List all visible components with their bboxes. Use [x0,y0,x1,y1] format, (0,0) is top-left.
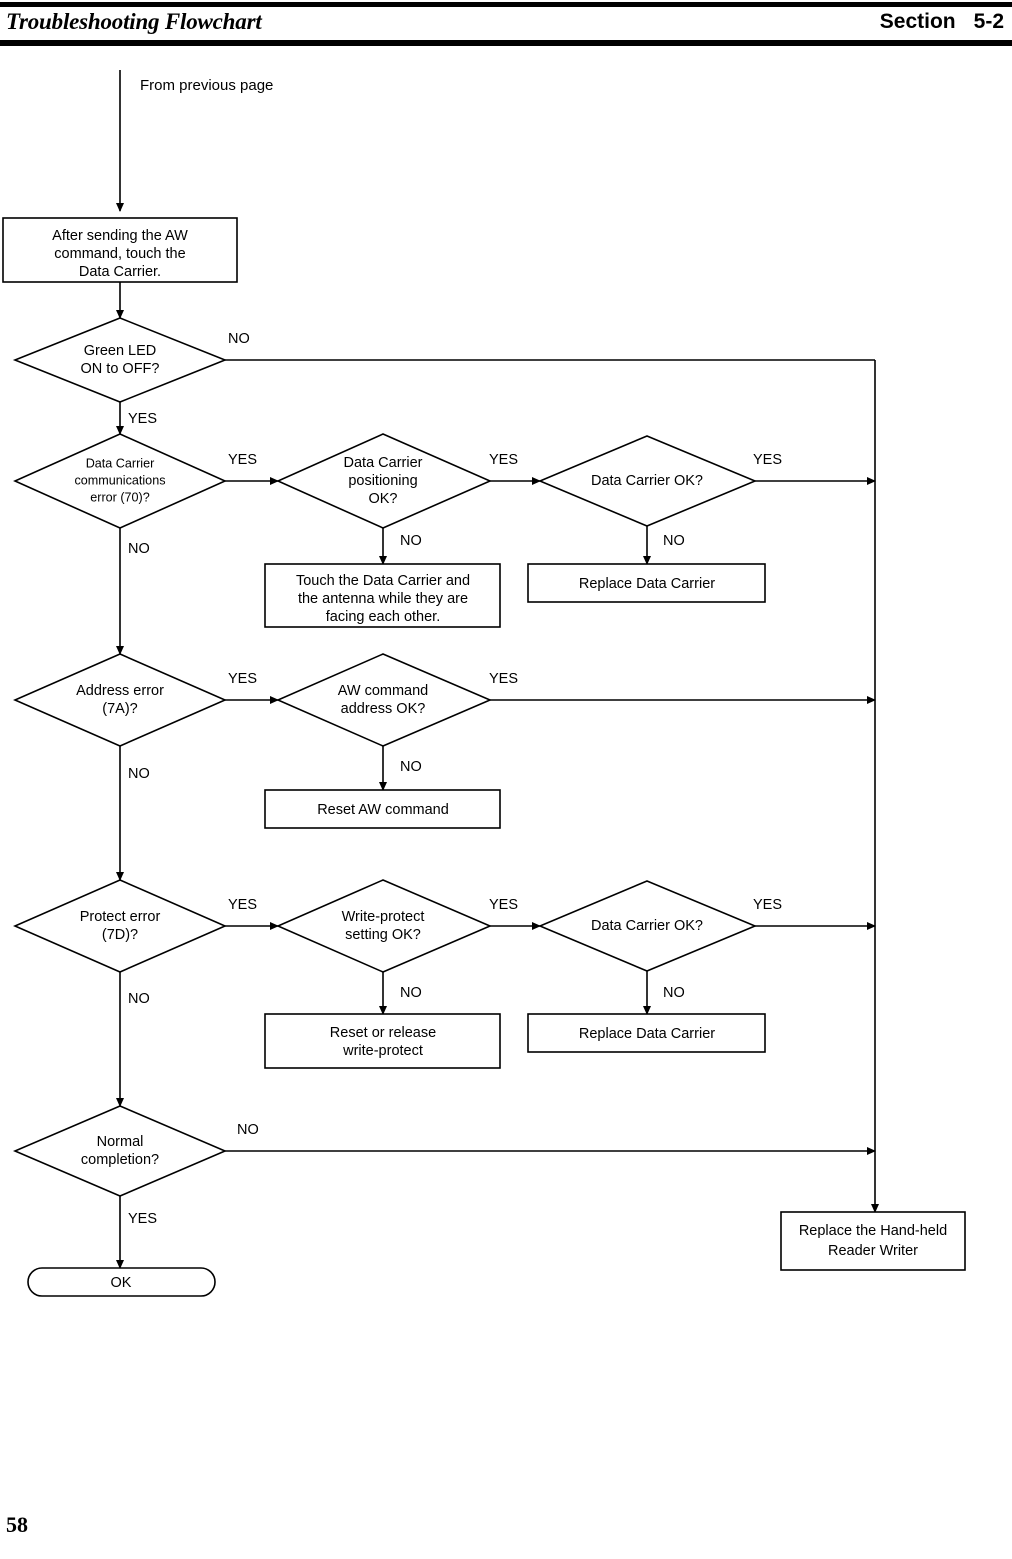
node-touch-dc-antenna-line3: facing each other. [326,609,440,625]
node-touch-dc-antenna-line1: Touch the Data Carrier and [296,573,470,589]
node-green-led-line1: Green LED [84,343,157,359]
edge-label-dc-comm-yes: YES [228,452,257,468]
node-dc-ok-1-label: Data Carrier OK? [591,473,703,489]
node-start-process: After sending the AW command, touch the … [2,217,238,283]
edge-label-dc-pos-yes: YES [489,452,518,468]
node-dc-positioning-line3: OK? [368,491,397,507]
header-rule-bottom [0,40,1012,46]
page-number: 58 [6,1512,28,1537]
node-dc-comm-error-line3: error (70)? [90,490,150,504]
node-reset-aw: Reset AW command [264,789,501,829]
node-aw-address-ok: AW command address OK? [276,653,493,747]
edge-label-dc-ok2-no: NO [663,985,685,1001]
node-protect-error-line1: Protect error [80,909,161,925]
node-replace-dc-2: Replace Data Carrier [527,1013,766,1053]
node-dc-ok-1: Data Carrier OK? [537,435,758,527]
node-replace-reader-writer-line2: Reader Writer [828,1243,918,1259]
node-aw-address-ok-line2: address OK? [341,701,426,717]
node-green-led: Green LED ON to OFF? [12,317,228,403]
node-replace-reader-writer: Replace the Hand-held Reader Writer [780,1211,966,1271]
edge-label-wp-no: NO [400,985,422,1001]
edge-label-dc-ok1-no: NO [663,533,685,549]
node-green-led-line2: ON to OFF? [81,361,160,377]
node-dc-positioning: Data Carrier positioning OK? [276,433,492,529]
edge-label-normal-yes: YES [128,1211,157,1227]
node-touch-dc-antenna: Touch the Data Carrier and the antenna w… [264,563,501,628]
node-dc-ok-2: Data Carrier OK? [537,880,758,972]
node-start-process-line3: Data Carrier. [79,264,161,280]
node-touch-dc-antenna-line2: the antenna while they are [298,591,468,607]
section-reference: Section 5-2 [880,10,1004,34]
node-write-protect-ok-line1: Write-protect [342,909,425,925]
edge-label-aw-no: NO [400,759,422,775]
edge-label-dc-comm-no: NO [128,541,150,557]
edge-label-wp-yes: YES [489,897,518,913]
node-aw-address-ok-line1: AW command [338,683,429,699]
page-title: Troubleshooting Flowchart [6,9,262,34]
node-dc-comm-error-line1: Data Carrier [86,456,155,470]
edge-label-addr-yes: YES [228,671,257,687]
troubleshooting-flowchart: From previous page After sending the AW … [0,46,1012,1376]
edge-label-protect-yes: YES [228,897,257,913]
entry-label: From previous page [140,77,273,94]
section-number: 5-2 [973,10,1004,33]
edge-label-protect-no: NO [128,991,150,1007]
node-normal-completion: Normal completion? [12,1105,228,1197]
node-start-process-line2: command, touch the [54,246,185,262]
edge-label-dc-ok2-yes: YES [753,897,782,913]
node-dc-positioning-line2: positioning [348,473,417,489]
node-write-protect-ok: Write-protect setting OK? [276,879,493,973]
node-reset-release-wp-line1: Reset or release [330,1025,436,1041]
node-replace-dc-2-label: Replace Data Carrier [579,1026,715,1042]
node-ok-terminator: OK [27,1267,216,1297]
node-normal-completion-line1: Normal [97,1134,144,1150]
edge-label-aw-yes: YES [489,671,518,687]
node-start-process-line1: After sending the AW [52,228,188,244]
edge-label-dc-ok1-yes: YES [753,452,782,468]
node-reset-aw-label: Reset AW command [317,802,449,818]
node-normal-completion-line2: completion? [81,1152,159,1168]
node-protect-error: Protect error (7D)? [13,879,227,973]
node-replace-reader-writer-line1: Replace the Hand-held [799,1223,947,1239]
node-dc-ok-2-label: Data Carrier OK? [591,918,703,934]
node-replace-dc-1: Replace Data Carrier [527,563,766,603]
node-address-error-line2: (7A)? [102,701,137,717]
node-address-error: Address error (7A)? [13,653,227,747]
node-reset-release-write-protect: Reset or release write-protect [264,1013,501,1069]
edge-label-dc-pos-no: NO [400,533,422,549]
page-header: Troubleshooting Flowchart Section 5-2 [0,0,1012,46]
node-reset-release-wp-line2: write-protect [342,1043,423,1059]
node-ok-terminator-label: OK [111,1275,132,1291]
node-dc-comm-error: Data Carrier communications error (70)? [13,433,227,529]
edge-label-green-led-yes: YES [128,411,157,427]
node-address-error-line1: Address error [76,683,164,699]
edge-label-addr-no: NO [128,766,150,782]
node-replace-dc-1-label: Replace Data Carrier [579,576,715,592]
node-protect-error-line2: (7D)? [102,927,138,943]
node-dc-comm-error-line2: communications [75,473,166,487]
section-label: Section [879,10,956,33]
node-write-protect-ok-line2: setting OK? [345,927,421,943]
edge-label-green-led-no: NO [228,331,250,347]
edge-label-normal-no: NO [237,1122,259,1138]
node-dc-positioning-line1: Data Carrier [344,455,423,471]
header-rule-top [0,2,1012,7]
